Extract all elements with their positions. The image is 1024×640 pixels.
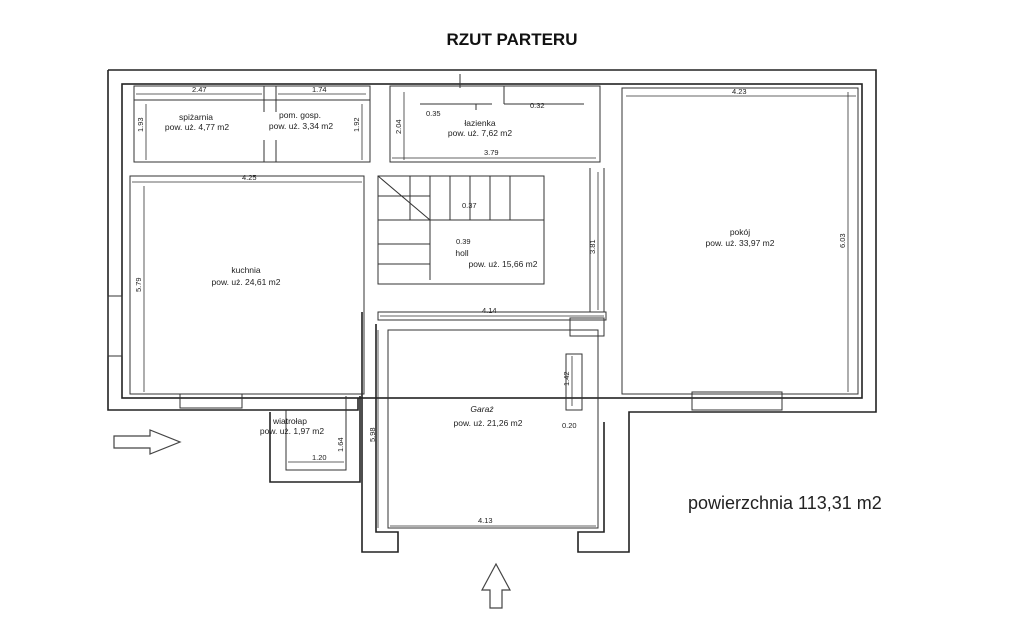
room-holl-area: pow. uż. 15,66 m2 bbox=[469, 259, 538, 269]
room-spizarnia-name: spiżarnia bbox=[179, 112, 213, 122]
room-spizarnia-area: pow. uż. 4,77 m2 bbox=[165, 122, 230, 132]
dim-label: 2.04 bbox=[394, 119, 403, 134]
dim-label: 0.37 bbox=[462, 201, 477, 210]
dim-label: 6.03 bbox=[838, 233, 847, 248]
dim-label: 1.64 bbox=[336, 437, 345, 452]
room-lazienka-area: pow. uż. 7,62 m2 bbox=[448, 128, 513, 138]
room-lazienka-name: łazienka bbox=[464, 118, 495, 128]
room-holl-name: holl bbox=[455, 248, 468, 258]
room-kuchnia-area: pow. uż. 24,61 m2 bbox=[212, 277, 281, 287]
dim-label: 0.32 bbox=[530, 101, 545, 110]
dim-label: 0.20 bbox=[562, 421, 577, 430]
dim-label: 0.35 bbox=[426, 109, 441, 118]
dim-label: 1.93 bbox=[136, 117, 145, 132]
dim-label: 2.47 bbox=[192, 85, 207, 94]
dim-label: 1.42 bbox=[562, 371, 571, 386]
dim-label: 3.79 bbox=[484, 148, 499, 157]
entrance-arrow-icon bbox=[113, 429, 182, 455]
room-pokoj-name: pokój bbox=[730, 227, 750, 237]
dim-label: 4.13 bbox=[478, 516, 493, 525]
room-wiatrolap-area: pow. uż. 1,97 m2 bbox=[260, 426, 325, 436]
dim-label: 4.25 bbox=[242, 173, 257, 182]
dim-label: 1.74 bbox=[312, 85, 327, 94]
room-pokoj-area: pow. uż. 33,97 m2 bbox=[706, 238, 775, 248]
dim-label: 1.20 bbox=[312, 453, 327, 462]
dim-label: 5.79 bbox=[134, 277, 143, 292]
dim-label: 3.81 bbox=[588, 239, 597, 254]
outer-walls bbox=[107, 69, 877, 553]
dim-label: 1.92 bbox=[352, 117, 361, 132]
staircase bbox=[377, 175, 545, 285]
garage-entrance-arrow-icon bbox=[480, 562, 512, 609]
room-wiatrolap-name: wiatrołap bbox=[272, 416, 307, 426]
dim-label: 5.98 bbox=[368, 427, 377, 442]
interior-walls bbox=[107, 85, 859, 529]
room-garaz-area: pow. uż. 21,26 m2 bbox=[454, 418, 523, 428]
dim-label: 4.23 bbox=[732, 87, 747, 96]
room-kuchnia-name: kuchnia bbox=[231, 265, 261, 275]
room-pom-gosp-name: pom. gosp. bbox=[279, 110, 321, 120]
total-area-label: powierzchnia 113,31 m2 bbox=[688, 493, 882, 513]
plan-title: RZUT PARTERU bbox=[446, 30, 578, 49]
room-pom-gosp-area: pow. uż. 3,34 m2 bbox=[269, 121, 334, 131]
dimension-lines bbox=[132, 92, 856, 528]
room-garaz-name: Garaż bbox=[470, 404, 494, 414]
dim-label: 4.14 bbox=[482, 306, 497, 315]
dim-label: 0.39 bbox=[456, 237, 471, 246]
